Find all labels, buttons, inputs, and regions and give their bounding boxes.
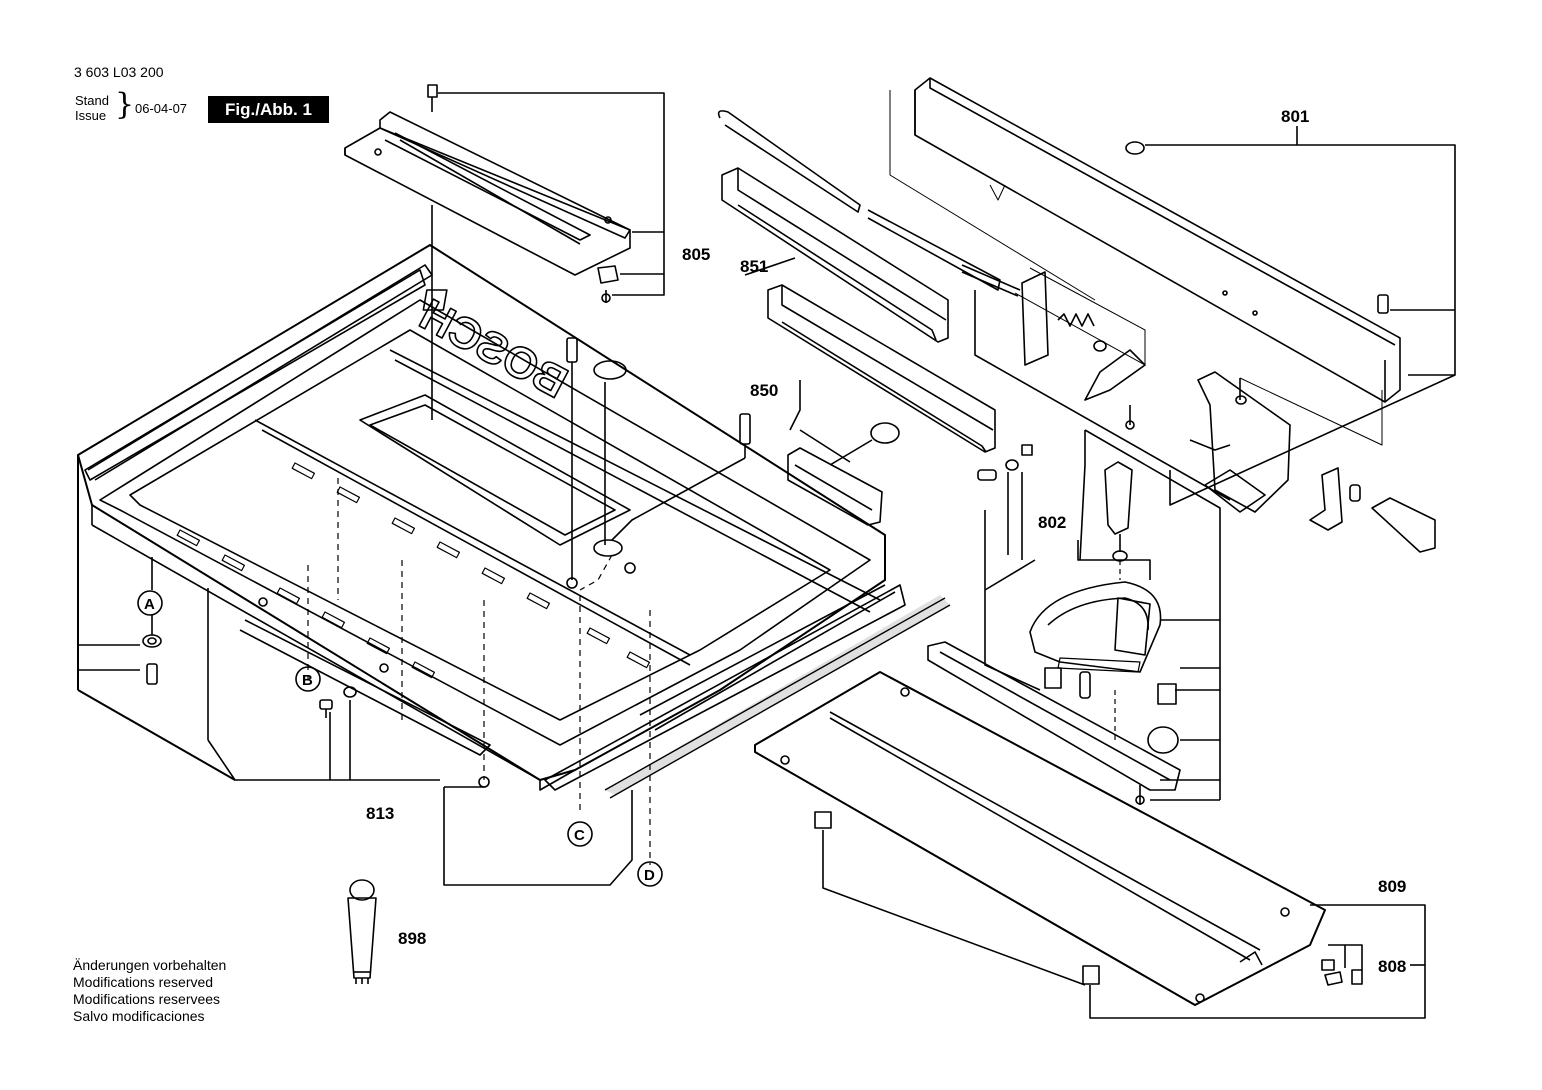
ref-letter-d: D (644, 867, 655, 884)
callout-lines-805 (438, 92, 665, 296)
modification-notes: Änderungen vorbehalten Modifications res… (73, 957, 226, 1025)
ref-letter-b: B (302, 672, 313, 689)
document-number: 3 603 L03 200 (74, 64, 164, 80)
callout-lines-801 (974, 126, 1456, 506)
part-group-b-screws (319, 686, 357, 718)
note-en: Modifications reserved (73, 974, 214, 990)
construction-lines (307, 478, 651, 865)
issue-block: Stand Issue (75, 93, 109, 123)
stand-label: Stand (75, 93, 109, 108)
label-898: 898 (398, 929, 426, 948)
part-809-extension-table (754, 671, 1326, 1006)
brace-symbol: } (115, 87, 135, 122)
note-de: Änderungen vorbehalten (73, 957, 227, 973)
label-851: 851 (740, 257, 768, 276)
table-base-assembly (77, 244, 951, 799)
part-851-slide-rails (717, 110, 1001, 343)
issue-date: 06-04-07 (135, 101, 188, 116)
fence-small-screws (977, 444, 1033, 560)
ref-letter-a: A (144, 596, 155, 613)
ref-letter-c: C (574, 827, 585, 844)
svg-text:BOSCH: BOSCH (412, 290, 575, 408)
bosch-logo: BOSCH (411, 289, 576, 408)
note-fr: Modifications reservees (73, 991, 221, 1007)
label-850: 850 (750, 381, 778, 400)
label-808: 808 (1378, 957, 1406, 976)
part-802-miter-gauge (927, 461, 1181, 805)
callout-lines-813 (78, 644, 633, 886)
callout-lines-809 (822, 830, 1426, 1019)
part-number-labels: 801 805 851 850 802 813 809 808 898 (366, 107, 1406, 976)
callout-lines-802 (984, 429, 1221, 801)
part-850-fence (767, 284, 996, 526)
part-898-grease-tube (347, 879, 377, 984)
reference-letter-markers: A B C D (137, 590, 663, 887)
figure-badge: Fig./Abb. 1 (208, 96, 329, 123)
part-801-rip-fence (889, 77, 1436, 553)
note-es: Salvo modificaciones (73, 1008, 205, 1024)
label-802: 802 (1038, 513, 1066, 532)
label-801: 801 (1281, 107, 1309, 126)
label-805: 805 (682, 245, 710, 264)
part-group-a-screws (142, 557, 162, 685)
label-813: 813 (366, 804, 394, 823)
issue-label: Issue (75, 108, 107, 123)
label-809: 809 (1378, 877, 1406, 896)
part-805-cover-plate (344, 84, 631, 420)
mounting-screws (566, 337, 751, 580)
